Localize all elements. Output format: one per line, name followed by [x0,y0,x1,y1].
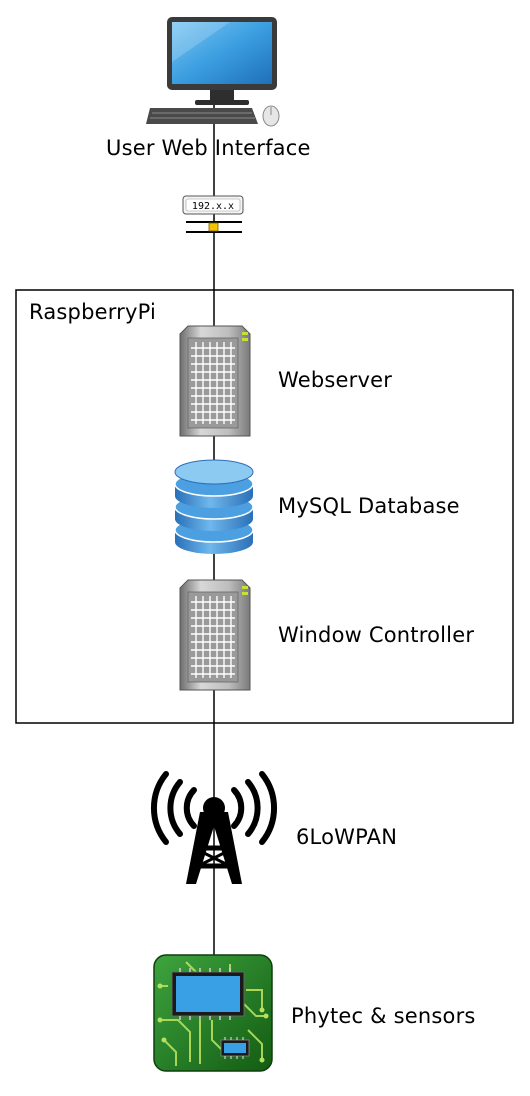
ip-address-tag-icon: 192.x.x [182,195,244,233]
database-cylinder-icon [174,459,254,554]
user-web-interface-label: User Web Interface [106,136,311,160]
desktop-computer-icon [146,17,280,127]
webserver-label: Webserver [278,368,393,392]
raspberrypi-boundary [15,289,514,724]
circuit-board-icon [153,954,273,1072]
phytec-sensors-label: Phytec & sensors [291,1004,476,1028]
mysql-database-label: MySQL Database [278,494,460,518]
ip-label: 192.x.x [192,201,234,212]
raspberrypi-label: RaspberryPi [29,300,157,324]
window-controller-label: Window Controller [278,623,475,647]
server-tower-icon [179,579,251,691]
wireless-antenna-icon [151,771,277,884]
server-tower-icon [179,325,251,437]
6lowpan-label: 6LoWPAN [296,825,398,849]
